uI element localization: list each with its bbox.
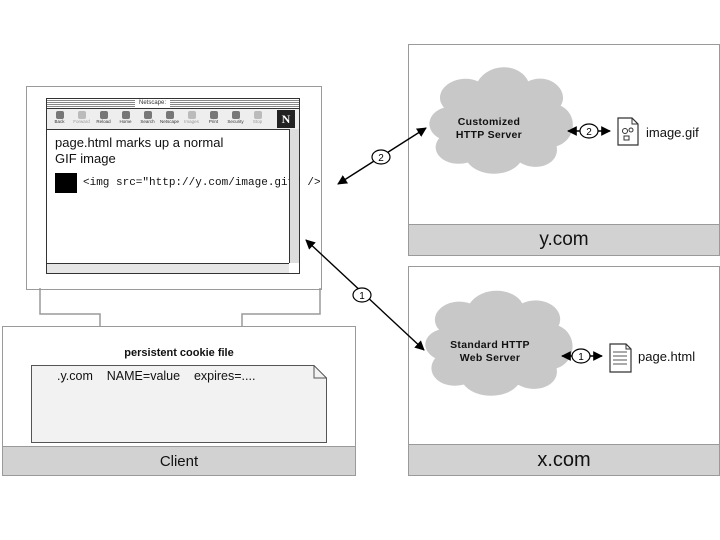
x-server-label-line2: Web Server: [459, 352, 521, 364]
y-server-label-line2: HTTP Server: [455, 129, 523, 141]
vertical-scrollbar[interactable]: [289, 129, 299, 263]
y-server-label: Customized HTTP Server: [424, 116, 554, 142]
x-server-label-line1: Standard HTTP: [450, 339, 530, 351]
print-icon: [209, 111, 218, 119]
cookie-file-title: persistent cookie file: [124, 347, 234, 359]
search-icon: [143, 111, 152, 119]
browser-titlebar: Netscape:: [47, 99, 299, 109]
image-gif-label: image.gif: [646, 125, 699, 140]
search-button[interactable]: Search: [137, 110, 158, 128]
svg-text:1: 1: [359, 291, 365, 302]
cookie-entry: .y.com NAME=value expires=....: [57, 369, 256, 383]
html-file-icon: [609, 343, 632, 373]
horizontal-scrollbar[interactable]: [47, 263, 289, 273]
x-server-cloud: [425, 290, 573, 396]
y-server-cloud: [429, 67, 573, 174]
svg-text:1: 1: [578, 352, 584, 363]
img-tag-code: <img src="http://y.com/image.gif" />: [83, 177, 321, 189]
step-badge-x-page: 1: [571, 348, 591, 364]
back-icon: [55, 111, 64, 119]
page-description-line1: page.html marks up a normal: [55, 135, 224, 150]
browser-window: Netscape: Back Forward Reload Home Searc…: [46, 98, 321, 274]
x-server-label: Standard HTTP Web Server: [420, 339, 560, 365]
page-html-label: page.html: [638, 349, 696, 364]
stop-icon: [253, 111, 262, 119]
step-badge-client-y: 2: [371, 149, 391, 165]
x-com-domain-label: x.com: [409, 444, 719, 475]
y-server-label-line1: Customized: [457, 116, 521, 128]
svg-text:2: 2: [378, 153, 384, 164]
home-icon: [121, 111, 130, 119]
browser-toolbar: Back Forward Reload Home Search Netscape…: [47, 109, 299, 130]
print-button[interactable]: Print: [203, 110, 224, 128]
browser-title: Netscape:: [135, 99, 171, 108]
reload-button[interactable]: Reload: [93, 110, 114, 128]
security-icon: [231, 111, 240, 119]
client-label: Client: [3, 446, 355, 475]
back-button[interactable]: Back: [49, 110, 70, 128]
page-description-line2: GIF image: [55, 151, 116, 166]
netscape-icon: [165, 111, 174, 119]
cookie-file-icon: [31, 365, 327, 443]
svg-text:2: 2: [586, 127, 592, 138]
images-icon: [187, 111, 196, 119]
netscape-button[interactable]: Netscape: [159, 110, 180, 128]
step-badge-client-x: 1: [352, 287, 372, 303]
security-button[interactable]: Security: [225, 110, 246, 128]
y-com-domain-label: y.com: [409, 224, 719, 255]
images-button[interactable]: Images: [181, 110, 202, 128]
step-badge-y-image: 2: [579, 123, 599, 139]
forward-icon: [77, 111, 86, 119]
home-button[interactable]: Home: [115, 110, 136, 128]
netscape-logo: N: [277, 110, 295, 128]
forward-button[interactable]: Forward: [71, 110, 92, 128]
image-file-icon: [617, 117, 639, 146]
web-bug-image: [55, 173, 77, 193]
client-base: persistent cookie file .y.com NAME=value…: [2, 326, 356, 476]
reload-icon: [99, 111, 108, 119]
stop-button[interactable]: Stop: [247, 110, 268, 128]
